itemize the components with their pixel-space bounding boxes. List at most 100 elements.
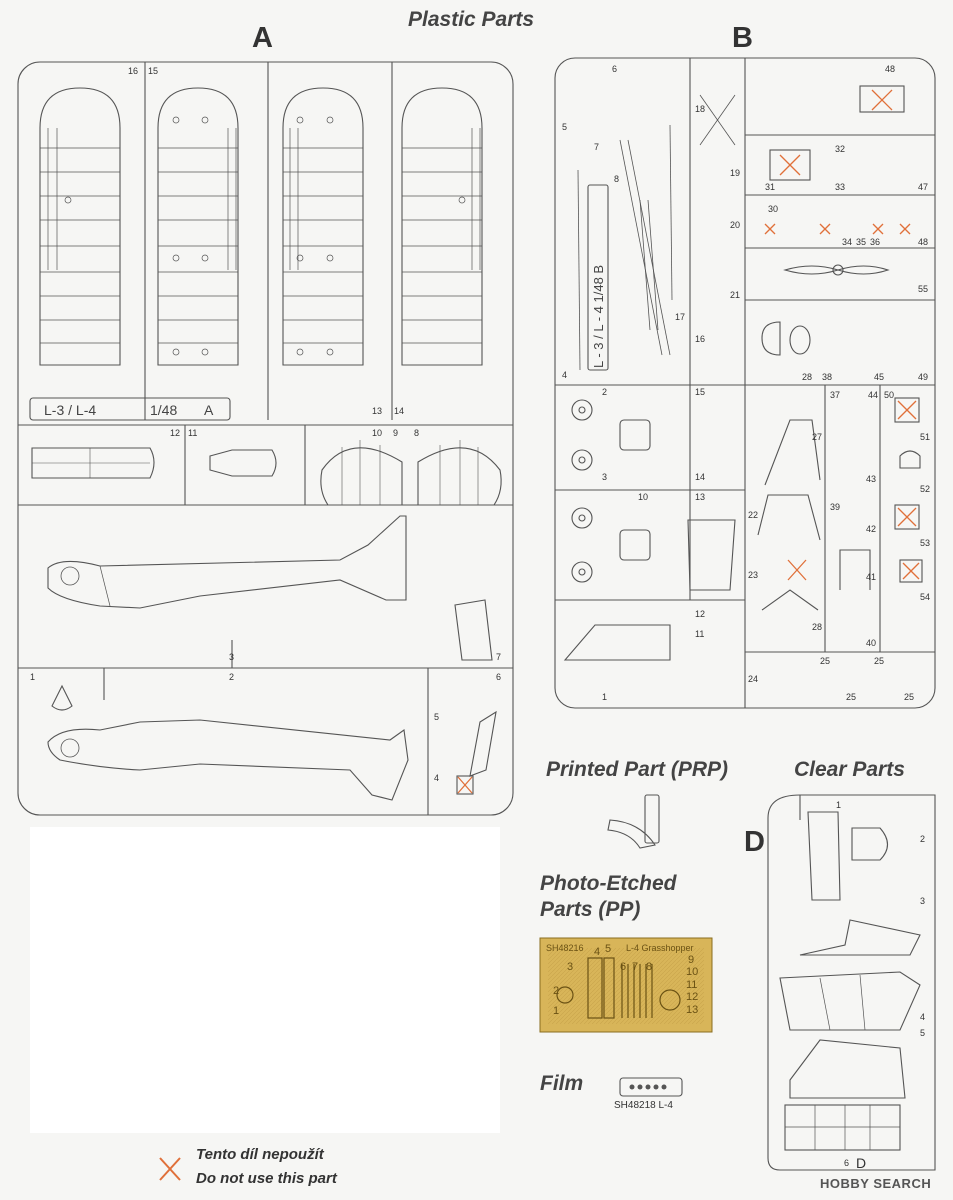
wing-a14: [401, 87, 483, 366]
wing-a13: [282, 87, 364, 366]
pe-num: 11: [686, 979, 697, 991]
part-a12: [31, 447, 155, 479]
b-num: 25: [820, 656, 830, 666]
pe-num: 10: [686, 966, 698, 978]
watermark-logo: HOBBY SEARCH: [820, 1176, 932, 1191]
b-num: 48: [918, 237, 928, 247]
wheel-b2b: [571, 561, 593, 583]
b-num: 7: [594, 142, 599, 152]
b-num: 18: [695, 104, 705, 114]
part-b55: [783, 265, 890, 275]
a-num: 7: [496, 652, 501, 662]
b-num: 25: [904, 692, 914, 702]
wing-a16: [39, 87, 121, 366]
b-num: 40: [866, 638, 876, 648]
sprue-a-scale-label: 1/48: [150, 402, 177, 418]
pe-num: 9: [688, 954, 694, 966]
pe-num: 8: [646, 961, 652, 973]
a-num: 5: [434, 712, 439, 722]
part-b13: [687, 519, 736, 591]
clear-part-2: [851, 827, 889, 861]
film-heading: Film: [540, 1072, 584, 1095]
part-a2: [47, 719, 409, 801]
plastic-parts-heading: Plastic Parts: [408, 8, 535, 31]
photo-etched-fret: [539, 937, 713, 1033]
legend-line-1: Tento díl nepoužít: [196, 1146, 324, 1163]
a-num: 16: [128, 66, 138, 76]
legend-x-icon: [159, 1157, 181, 1181]
engine-b10b: [619, 529, 651, 561]
b-num: 50: [884, 390, 894, 400]
wing-a15: [157, 87, 239, 366]
sprue-b-label-box: [587, 184, 609, 371]
b-num: 38: [822, 372, 832, 382]
b-num: 36: [870, 237, 880, 247]
pe-num: 3: [567, 961, 573, 973]
b-num: 35: [856, 237, 866, 247]
sprue-b-side-label: L - 3 / L - 4 1/48 B: [591, 265, 606, 368]
b-num: 6: [612, 64, 617, 74]
pe-title: L-4 Grasshopper: [626, 943, 694, 953]
part-b-cap: [899, 450, 921, 469]
b-num: 51: [920, 432, 930, 442]
b-num: 19: [730, 168, 740, 178]
b-num: 25: [846, 692, 856, 702]
part-b-canopy-frame: [761, 321, 781, 356]
printed-part-heading: Printed Part (PRP): [546, 758, 729, 781]
a-num: 11: [188, 428, 197, 438]
part-b22: [757, 494, 821, 541]
photo-etched-heading-1: Photo-Etched: [540, 872, 677, 895]
sprue-b-letter: B: [732, 22, 753, 54]
pe-num: 13: [686, 1004, 698, 1016]
b-num: 55: [918, 284, 928, 294]
pe-num: 1: [553, 1005, 559, 1017]
b-num: 4: [562, 370, 567, 380]
wheel-b2: [571, 399, 593, 421]
b-num: 12: [695, 609, 705, 619]
sprue-a-frame: [17, 61, 514, 816]
part-a10: [320, 447, 403, 506]
clear-part-4: [789, 1039, 906, 1099]
b-num: 2: [602, 387, 607, 397]
engine-b10: [619, 419, 651, 451]
b-num: 49: [918, 372, 928, 382]
b-num: 31: [765, 182, 775, 192]
b-num: 1: [602, 692, 607, 702]
b-num: 22: [748, 510, 758, 520]
b-num: 11: [695, 629, 704, 639]
b-num: 43: [866, 474, 876, 484]
wheel-b3: [571, 449, 593, 471]
part-a7: [454, 599, 493, 661]
b-num: 25: [874, 656, 884, 666]
a-num: 3: [229, 652, 234, 662]
b-num: 10: [638, 492, 648, 502]
pe-num: 7: [632, 961, 638, 973]
pe-num: 6: [620, 961, 626, 973]
a-num: 4: [434, 773, 439, 783]
a-num: 12: [170, 428, 180, 438]
b-num: 33: [835, 182, 845, 192]
clear-parts-heading: Clear Parts: [794, 758, 905, 781]
b-num: 52: [920, 484, 930, 494]
photo-etched-heading-2: Parts (PP): [540, 898, 641, 921]
a-num: 14: [394, 406, 404, 416]
b-num: 32: [835, 144, 845, 154]
legend-line-2: Do not use this part: [196, 1170, 337, 1187]
sprue-d-letter: D: [744, 826, 765, 858]
d-num: 6: [844, 1158, 849, 1168]
part-b1: [563, 624, 671, 661]
b-num: 41: [866, 572, 876, 582]
a-num: 10: [372, 428, 382, 438]
sprue-a-type-label: L-3 / L-4: [44, 402, 96, 418]
b-num: 21: [730, 290, 740, 300]
b-num: 42: [866, 524, 876, 534]
a-num: 13: [372, 406, 382, 416]
clear-part-windscreen: [779, 971, 921, 1031]
b-num: 5: [562, 122, 567, 132]
b-num: 44: [868, 390, 878, 400]
b-num: 17: [675, 312, 685, 322]
part-b41: [839, 549, 871, 590]
d-num: 3: [920, 896, 925, 906]
part-a3: [47, 515, 407, 609]
